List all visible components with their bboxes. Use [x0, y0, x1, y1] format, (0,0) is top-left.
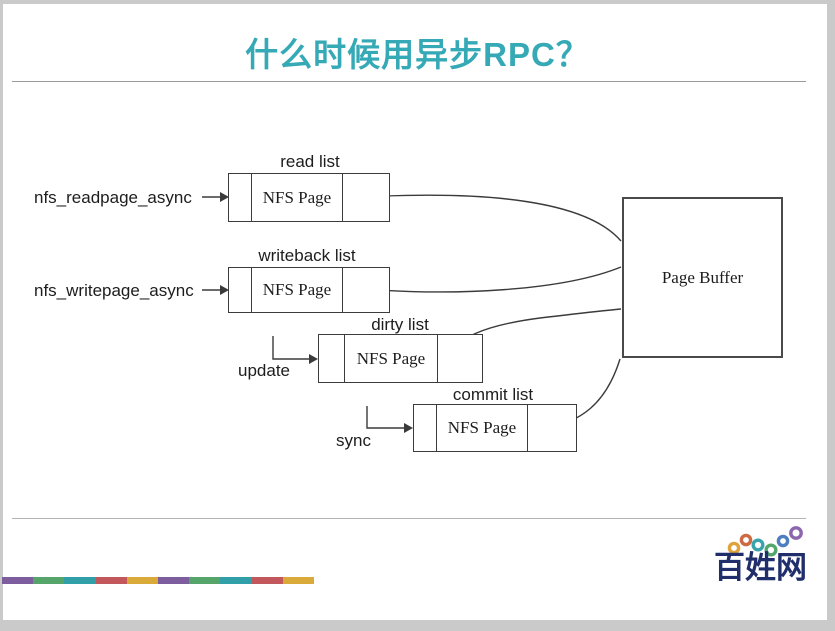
- dirty-list-box: NFS Page: [318, 334, 483, 383]
- stripe-segment: [282, 577, 314, 584]
- dirty-list-page-cell: NFS Page: [344, 335, 438, 382]
- dirty-list-prev-cell: [319, 335, 344, 382]
- read-list-next-cell: [343, 174, 389, 221]
- writeback-to-buffer-curve: [363, 266, 622, 293]
- baixing-logo-text: 百姓网: [714, 550, 807, 585]
- stripe-segment: [157, 577, 190, 584]
- writeback-list-page-cell: NFS Page: [251, 268, 343, 312]
- writeback-list-label: writeback list: [258, 246, 356, 265]
- read-to-buffer-curve: [363, 194, 622, 242]
- footer-divider: [12, 518, 806, 519]
- read-list-prev-cell: [229, 174, 251, 221]
- dirty-list-label: dirty list: [371, 315, 429, 334]
- commit-list-box: NFS Page: [413, 404, 577, 452]
- dirty-list-next-cell: [438, 335, 482, 382]
- commit-list-label: commit list: [452, 385, 534, 404]
- blue-dot: [776, 534, 790, 548]
- caller-label-writepage: nfs_writepage_async: [34, 281, 194, 300]
- caller-label-readpage: nfs_readpage_async: [34, 188, 192, 207]
- stripe-segment: [189, 577, 221, 584]
- caller-label-sync: sync: [336, 431, 371, 450]
- update-arrowhead: [309, 354, 318, 364]
- yellow-dot: [727, 541, 741, 555]
- stripe-segment: [64, 577, 96, 584]
- stripe-segment: [251, 577, 283, 584]
- footer-stripe: [2, 577, 314, 584]
- teal-dot: [751, 538, 765, 552]
- commit-list-page-cell: NFS Page: [436, 405, 528, 451]
- green-dot: [764, 543, 778, 557]
- stripe-segment: [95, 577, 127, 584]
- orange-dot: [739, 533, 753, 547]
- writeback-list-box: NFS Page: [228, 267, 390, 313]
- commit-list-next-cell: [528, 405, 576, 451]
- stripe-segment: [33, 577, 65, 584]
- page-buffer-label: Page Buffer: [661, 267, 744, 287]
- read-list-box: NFS Page: [228, 173, 390, 222]
- caller-label-update: update: [238, 361, 290, 380]
- stripe-segment: [2, 577, 34, 584]
- page-buffer-box: Page Buffer: [622, 197, 783, 358]
- logo-dots: [727, 526, 803, 557]
- sync-arrowhead: [404, 423, 413, 433]
- stripe-segment: [126, 577, 158, 584]
- title-divider: [12, 81, 806, 82]
- page-title: 什么时候用异步RPC？: [245, 36, 590, 73]
- read-list-label: read list: [280, 152, 340, 171]
- commit-list-prev-cell: [414, 405, 436, 451]
- read-arrowhead: [220, 192, 229, 202]
- write-arrowhead: [220, 285, 229, 295]
- writeback-list-prev-cell: [229, 268, 251, 312]
- purple-dot: [789, 526, 803, 540]
- read-list-page-cell: NFS Page: [251, 174, 343, 221]
- stripe-segment: [220, 577, 252, 584]
- writeback-list-next-cell: [343, 268, 389, 312]
